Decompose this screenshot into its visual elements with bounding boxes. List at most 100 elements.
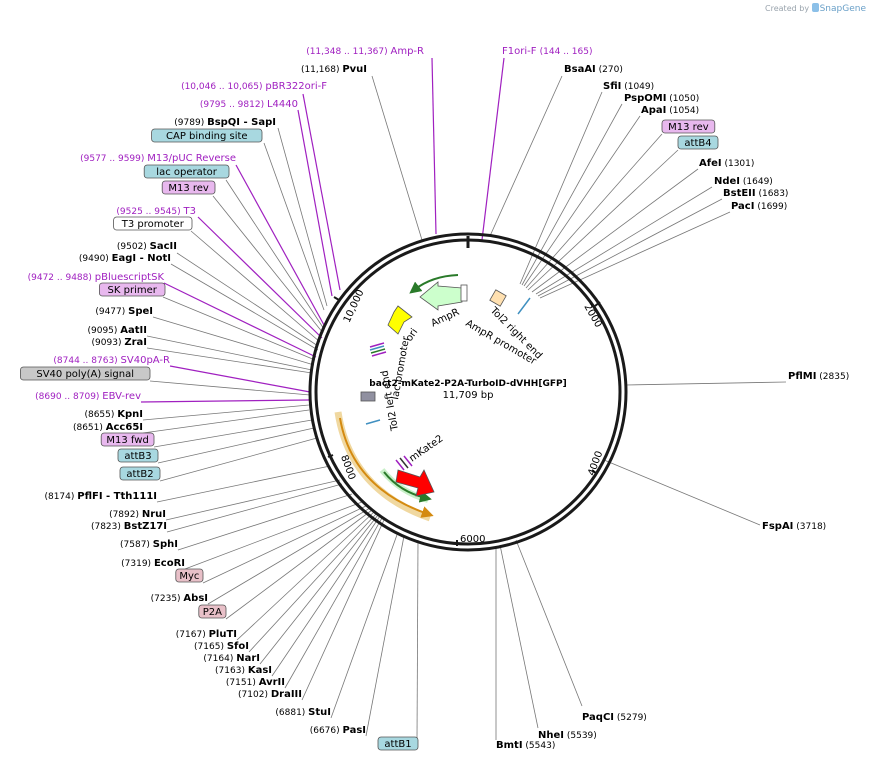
- svg-text:FspAI (3718): FspAI (3718): [762, 521, 826, 532]
- svg-text:BstEII (1683): BstEII (1683): [723, 188, 788, 199]
- svg-text:(9577 .. 9599) M13/pUC Revers: (9577 .. 9599) M13/pUC Reverse: [80, 153, 236, 164]
- svg-text:SfiI (1049): SfiI (1049): [603, 81, 654, 92]
- leader-line: [190, 230, 321, 343]
- feature-attb3-mark: [365, 419, 381, 425]
- leader-line: [146, 335, 313, 371]
- svg-text:P2A: P2A: [203, 607, 222, 618]
- leader-line: [235, 164, 325, 326]
- label-bsteii: BstEII (1683): [723, 188, 788, 199]
- feature-sv40-box: [360, 391, 376, 402]
- svg-text:(7892) NruI: (7892) NruI: [109, 509, 166, 520]
- leader-line: [489, 75, 563, 237]
- leader-line: [163, 282, 317, 358]
- plasmid-name: bact2-mKate2-P2A-TurboID-dVHH[GFP]: [369, 379, 566, 389]
- leader-line: [202, 505, 367, 584]
- label-nari: (7164) NarI: [203, 653, 260, 664]
- feature-label-mkate2: mKate2: [407, 433, 445, 464]
- svg-text:F1ori-F (144 .. 165): F1ori-F (144 .. 165): [502, 46, 593, 57]
- svg-text:SV40 poly(A) signal: SV40 poly(A) signal: [36, 369, 134, 380]
- svg-text:(7167) PluTI: (7167) PluTI: [176, 629, 237, 640]
- svg-text:(9477) SpeI: (9477) SpeI: [95, 306, 153, 317]
- svg-text:(8174) PflFI - Tth111I: (8174) PflFI - Tth111I: [44, 491, 157, 502]
- svg-text:SK primer: SK primer: [108, 285, 158, 296]
- leader-line: [176, 252, 319, 347]
- leader-line: [149, 380, 311, 396]
- svg-text:(6676) PasI: (6676) PasI: [310, 725, 366, 736]
- svg-text:PaqCI (5279): PaqCI (5279): [582, 712, 647, 723]
- label-zrai: (9093) ZraI: [92, 337, 147, 348]
- svg-text:(9789) BspQI - SapI: (9789) BspQI - SapI: [174, 117, 276, 128]
- label-lac-operator: lac operator: [143, 164, 230, 179]
- label-pspomi: PspOMI (1050): [624, 93, 699, 104]
- snapgene-logo-icon: [811, 3, 819, 12]
- leader-line: [207, 507, 371, 605]
- leader-line: [297, 109, 333, 297]
- label-pbr322ori-f: (10,046 .. 10,065) pBR322ori-F: [181, 81, 327, 92]
- label-sphi: (7587) SphI: [120, 539, 178, 550]
- svg-text:(9093) ZraI: (9093) ZraI: [92, 337, 147, 348]
- svg-text:(7823) BstZ17I: (7823) BstZ17I: [91, 521, 167, 532]
- leader-line: [162, 296, 316, 361]
- svg-text:(7165) SfoI: (7165) SfoI: [194, 641, 249, 652]
- label-t3-promoter: T3 promoter: [113, 216, 193, 231]
- leader-line: [330, 531, 399, 719]
- leader-line: [142, 404, 310, 421]
- label-draiii: (7102) DraIII: [238, 689, 302, 700]
- label-f1ori-f: F1ori-F (144 .. 165): [502, 46, 593, 57]
- label-sfoi: (7165) SfoI: [194, 641, 249, 652]
- leader-line: [302, 93, 341, 291]
- svg-text:attB2: attB2: [126, 469, 153, 480]
- label-paci: PacI (1699): [731, 201, 787, 212]
- svg-text:T3 promoter: T3 promoter: [121, 219, 185, 230]
- leader-line: [537, 198, 723, 297]
- label-stui: (6881) StuI: [275, 707, 331, 718]
- svg-text:(9795 .. 9812) L4440: (9795 .. 9812) L4440: [200, 99, 298, 110]
- leader-line: [165, 479, 341, 521]
- backbone-outer-ring: [308, 232, 628, 552]
- svg-text:(9095) AatII: (9095) AatII: [87, 325, 147, 336]
- label-pvui: (11,168) PvuI: [301, 64, 367, 75]
- leader-line: [515, 539, 583, 707]
- label-bstz17i: (7823) BstZ17I: [91, 521, 167, 532]
- leader-line: [212, 195, 324, 334]
- label-sv40-poly-a-signal: SV40 poly(A) signal: [19, 366, 151, 381]
- leader-line: [157, 427, 315, 464]
- label-fspai: FspAI (3718): [762, 521, 826, 532]
- snapgene-watermark: Created by SnapGene: [765, 3, 866, 14]
- label-bsaai: BsaAI (270): [564, 64, 623, 75]
- svg-text:M13 fwd: M13 fwd: [106, 435, 148, 446]
- svg-text:(7319) EcoRI: (7319) EcoRI: [121, 558, 185, 569]
- leader-line: [153, 419, 313, 448]
- label-aatii: (9095) AatII: [87, 325, 147, 336]
- feature-mkate2-arrow: [395, 469, 435, 497]
- turboid-orf-arrow: [383, 471, 432, 503]
- label-bspqi: (9789) BspQI - SapI: [174, 117, 276, 128]
- leader-line: [177, 493, 353, 551]
- label-avrii: (7151) AvrII: [226, 677, 285, 688]
- svg-text:ApaI (1054): ApaI (1054): [641, 105, 699, 116]
- leader-line: [248, 513, 377, 653]
- svg-text:lac operator: lac operator: [156, 167, 217, 178]
- leader-line: [156, 465, 331, 503]
- label-ecori: (7319) EcoRI: [121, 558, 185, 569]
- svg-text:(7102) DraIII: (7102) DraIII: [238, 689, 302, 700]
- feature-tol2-right-end: [489, 289, 507, 307]
- svg-text:(8690 .. 8709) EBV-rev: (8690 .. 8709) EBV-rev: [35, 391, 141, 402]
- label-pflfi: (8174) PflFI - Tth111I: [44, 491, 157, 502]
- leader-line: [301, 519, 385, 701]
- svg-text:(7163) KasI: (7163) KasI: [215, 665, 272, 676]
- svg-text:(8651) Acc65I: (8651) Acc65I: [73, 422, 143, 433]
- label-p2a: P2A: [198, 604, 227, 619]
- svg-text:PflMI (2835): PflMI (2835): [788, 371, 849, 382]
- leader-line: [625, 381, 787, 386]
- svg-text:AfeI (1301): AfeI (1301): [699, 158, 754, 169]
- label-sk-primer: SK primer: [99, 282, 166, 297]
- svg-text:PspOMI (1050): PspOMI (1050): [624, 93, 699, 104]
- label-absi: (7235) AbsI: [151, 593, 208, 604]
- label-amp-r: (11,348 .. 11,367) Amp-R: [306, 46, 424, 57]
- label-attb3: attB3: [117, 448, 159, 463]
- svg-text:(7235) AbsI: (7235) AbsI: [151, 593, 208, 604]
- label-sv40pa-r: (8744 .. 8763) SV40pA-R: [53, 355, 170, 366]
- label-afei: AfeI (1301): [699, 158, 754, 169]
- feature-ori-arrow: [387, 305, 413, 335]
